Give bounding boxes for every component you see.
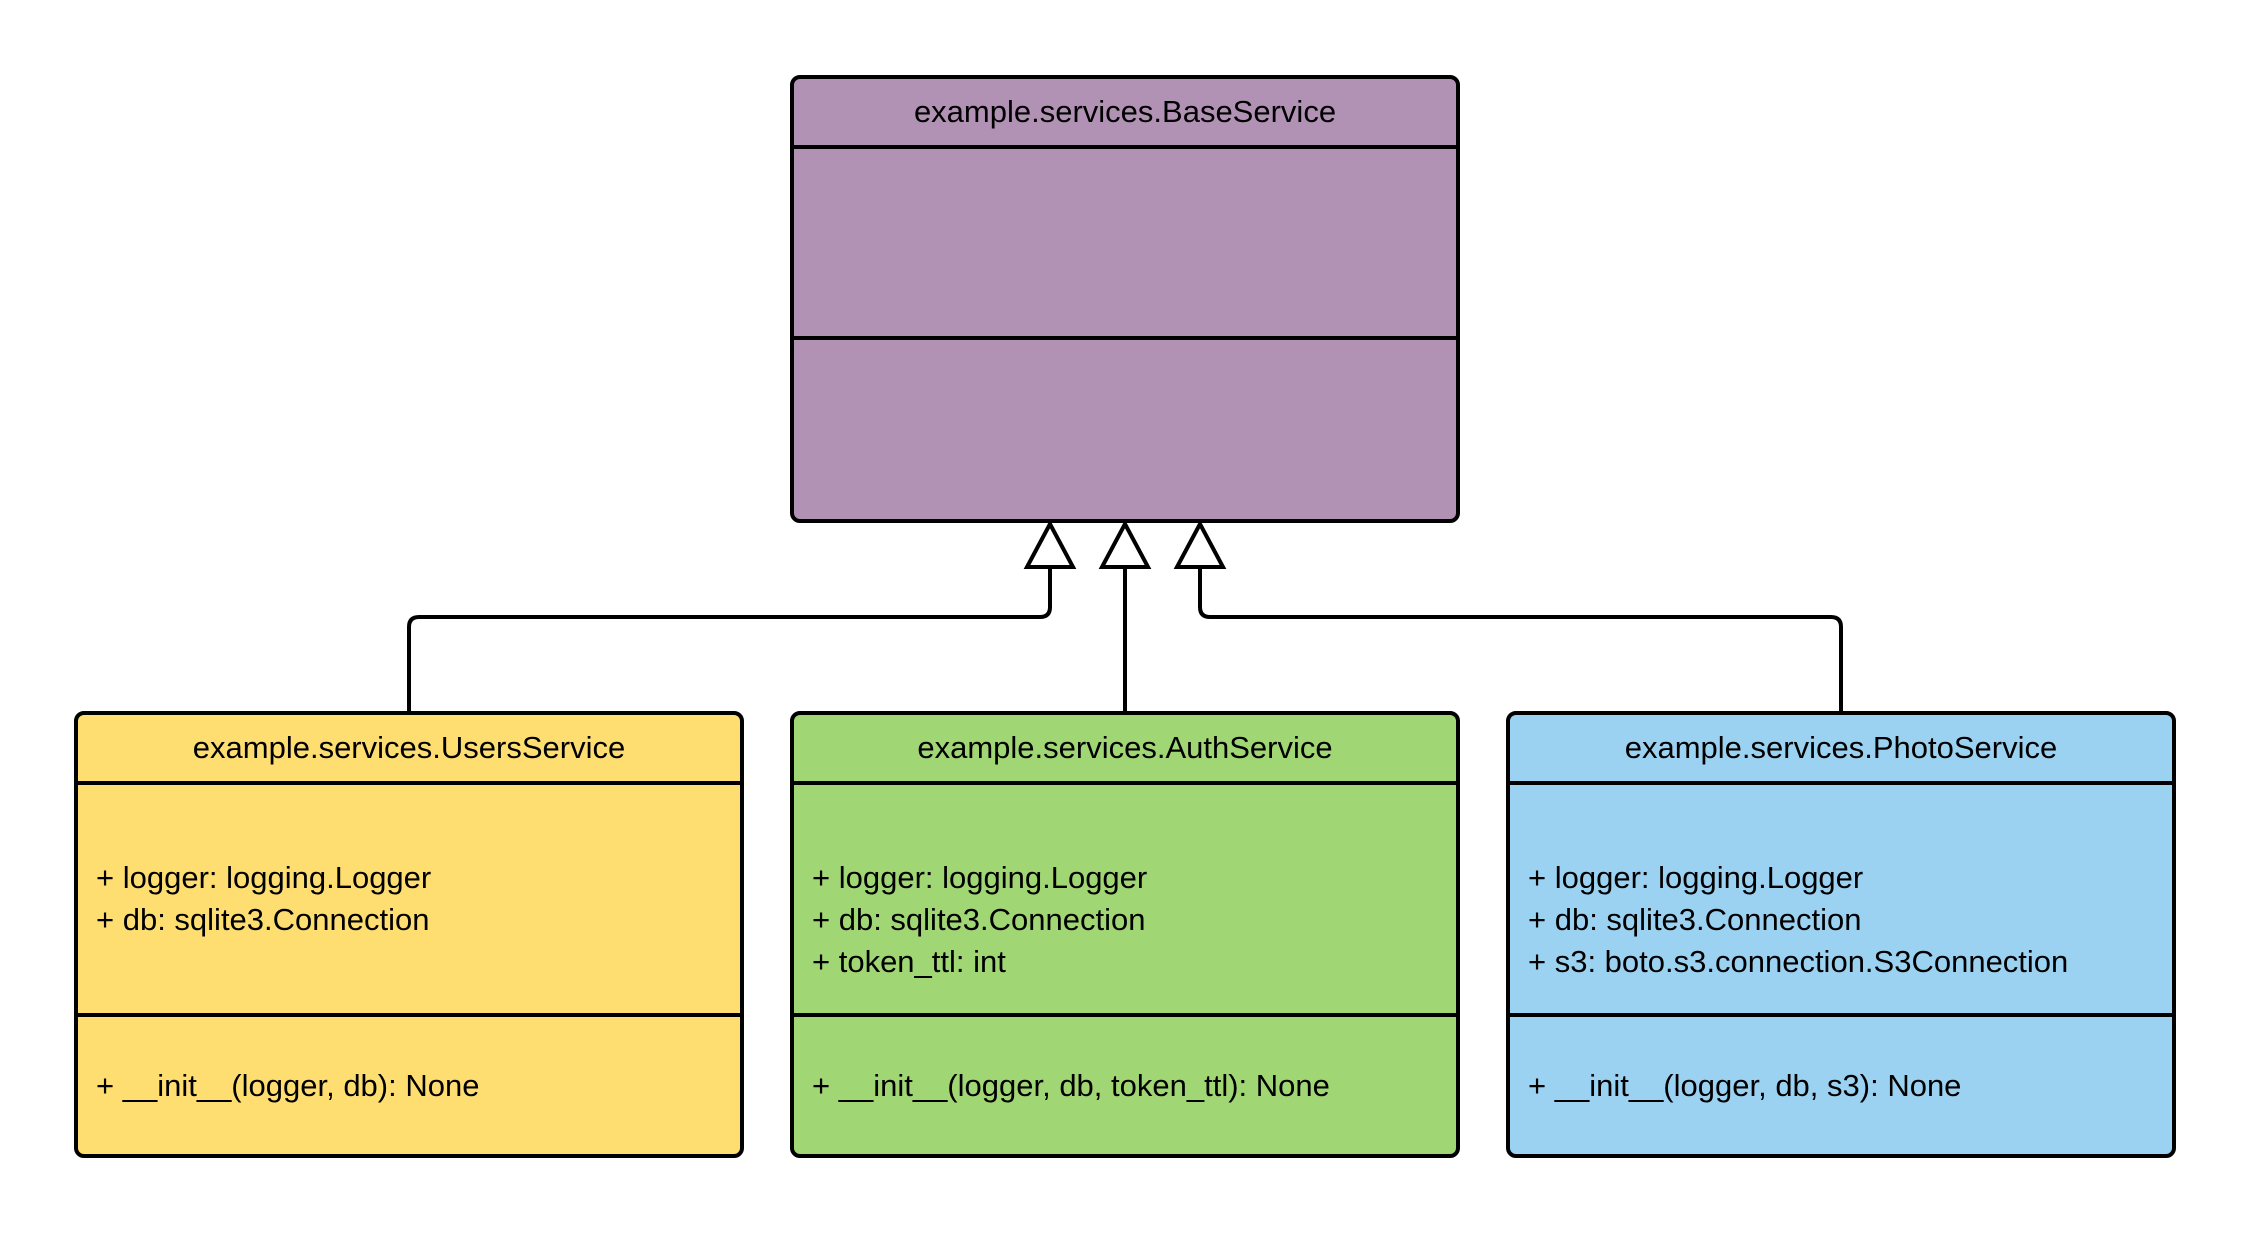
class-title: example.services.AuthService [917, 730, 1333, 765]
class-attributes-section: + logger: logging.Logger + db: sqlite3.C… [1510, 781, 2172, 1013]
class-attributes-section [794, 145, 1456, 336]
attribute-row: + db: sqlite3.Connection [96, 902, 430, 937]
class-methods-section: + __init__(logger, db): None [78, 1013, 740, 1154]
class-node-baseservice: example.services.BaseService [790, 75, 1460, 523]
method-row: + __init__(logger, db, token_ttl): None [812, 1067, 1330, 1103]
inheritance-arrow-photoservice [1173, 519, 1843, 713]
inheritance-arrow-usersservice [407, 519, 1077, 713]
attribute-row: + db: sqlite3.Connection [812, 902, 1146, 937]
attribute-row: + db: sqlite3.Connection [1528, 902, 1862, 937]
attribute-row: + token_ttl: int [812, 944, 1006, 979]
class-node-photoservice: example.services.PhotoService + logger: … [1506, 711, 2176, 1158]
hollow-triangle-icon [1098, 519, 1152, 569]
class-attributes-section: + logger: logging.Logger + db: sqlite3.C… [794, 781, 1456, 1013]
class-methods-section: + __init__(logger, db, s3): None [1510, 1013, 2172, 1154]
attribute-row: + logger: logging.Logger [96, 860, 432, 895]
class-methods-section [794, 336, 1456, 519]
method-row: + __init__(logger, db, s3): None [1528, 1067, 1962, 1103]
class-title: example.services.UsersService [192, 730, 626, 765]
attribute-row: + s3: boto.s3.connection.S3Connection [1528, 944, 2069, 979]
class-title: example.services.BaseService [913, 94, 1337, 129]
class-node-authservice: example.services.AuthService + logger: l… [790, 711, 1460, 1158]
method-row: + __init__(logger, db): None [96, 1067, 480, 1103]
class-title: example.services.PhotoService [1624, 730, 2058, 765]
hollow-triangle-icon [1023, 519, 1077, 569]
inheritance-arrow-authservice [1098, 519, 1152, 713]
class-attributes-section: + logger: logging.Logger + db: sqlite3.C… [78, 781, 740, 1013]
attribute-row: + logger: logging.Logger [1528, 860, 1864, 895]
attribute-row: + logger: logging.Logger [812, 860, 1148, 895]
class-methods-section: + __init__(logger, db, token_ttl): None [794, 1013, 1456, 1154]
hollow-triangle-icon [1173, 519, 1227, 569]
class-node-usersservice: example.services.UsersService + logger: … [74, 711, 744, 1158]
